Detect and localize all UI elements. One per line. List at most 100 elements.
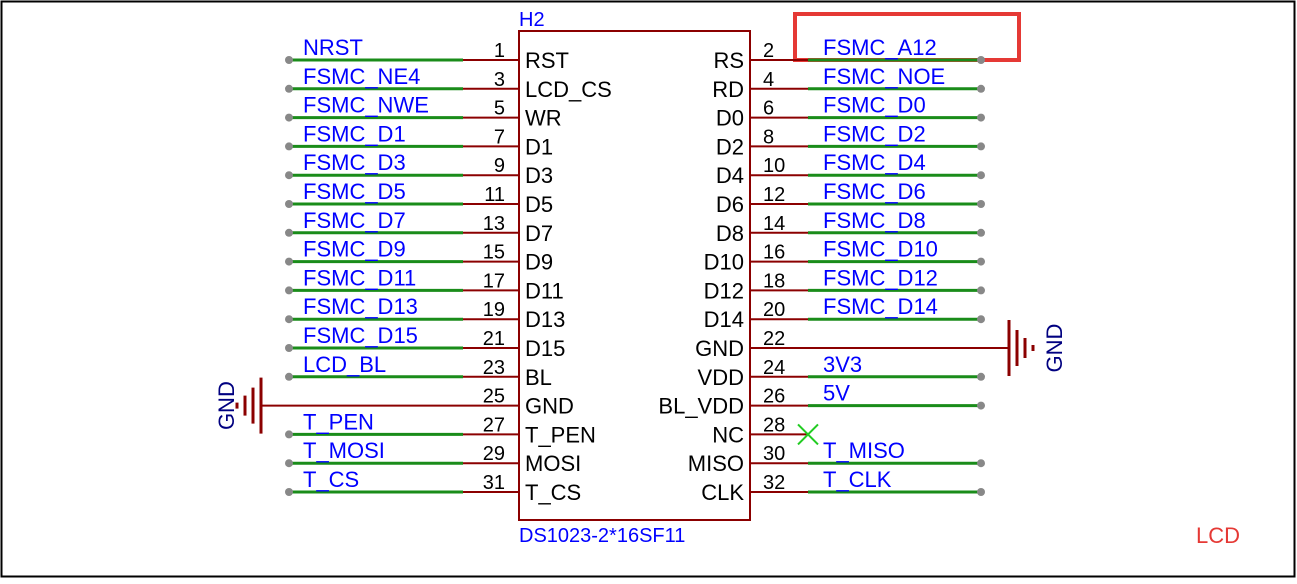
- right-net-label: 3V3: [823, 352, 862, 377]
- left-pin-number: 7: [494, 126, 505, 148]
- right-net-label: FSMC_D6: [823, 179, 926, 204]
- right-pin-name: D10: [704, 250, 744, 275]
- left-pin-name: T_CS: [525, 480, 581, 505]
- right-pin-name: D0: [716, 106, 744, 131]
- left-pin-name: D5: [525, 192, 553, 217]
- sheet-label: LCD: [1196, 523, 1240, 548]
- left-net-label: FSMC_D15: [303, 323, 418, 348]
- right-pin-number: 2: [763, 40, 774, 62]
- right-pin-name: VDD: [698, 365, 744, 390]
- left-pin-name: D3: [525, 163, 553, 188]
- left-wire-end-dot: [285, 228, 293, 237]
- left-wire-end-dot: [285, 142, 293, 151]
- right-pin-number: 28: [763, 414, 785, 436]
- left-pin-name: D1: [525, 134, 553, 159]
- left-pin-name: LCD_CS: [525, 77, 612, 102]
- left-pin-name: D9: [525, 250, 553, 275]
- left-pin-number: 23: [483, 357, 505, 379]
- right-pin-name: D4: [716, 163, 744, 188]
- right-pin-name: MISO: [688, 451, 744, 476]
- right-pin-number: 4: [763, 69, 774, 91]
- right-net-label: FSMC_D2: [823, 121, 926, 146]
- right-net-label: FSMC_D4: [823, 150, 926, 175]
- left-pin-number: 5: [494, 98, 505, 120]
- right-pin-number: 18: [763, 270, 785, 292]
- right-wire-end-dot: [977, 459, 985, 468]
- left-wire-end-dot: [285, 84, 293, 93]
- left-net-label: FSMC_D9: [303, 237, 406, 262]
- left-pin-number: 31: [483, 472, 505, 494]
- left-wire-end-dot: [285, 488, 293, 496]
- right-net-label: T_CLK: [823, 467, 892, 492]
- right-wire-end-dot: [977, 56, 985, 64]
- right-pin-name: RD: [712, 77, 744, 102]
- left-net-label: T_MOSI: [303, 438, 385, 463]
- right-pin-number: 22: [763, 328, 785, 350]
- no-connect-mark: [797, 423, 819, 446]
- component-ref: H2: [519, 9, 545, 31]
- right-net-label: FSMC_D12: [823, 265, 938, 290]
- right-net-label: FSMC_A12: [823, 35, 937, 60]
- right-pin-name: D8: [716, 221, 744, 246]
- left-pin-number: 25: [483, 386, 505, 408]
- component-part-number: DS1023-2*16SF11: [519, 525, 685, 547]
- right-pin-name: RS: [713, 48, 744, 73]
- left-wire-end-dot: [285, 430, 293, 439]
- right-net-label: 5V: [823, 381, 850, 406]
- right-wire-end-dot: [977, 372, 985, 381]
- right-net-label: FSMC_NOE: [823, 64, 945, 89]
- left-pin-number: 11: [484, 184, 505, 206]
- left-net-label: T_PEN: [303, 409, 374, 434]
- left-wire-end-dot: [285, 372, 293, 381]
- left-pin-number: 3: [494, 69, 505, 91]
- left-pin-number: 29: [483, 443, 505, 465]
- right-wire-end-dot: [977, 84, 985, 93]
- right-net-label: T_MISO: [823, 438, 905, 463]
- right-pin-name: D2: [716, 134, 744, 159]
- right-net-label: FSMC_D10: [823, 237, 938, 262]
- right-net-label: FSMC_D8: [823, 208, 926, 233]
- left-pin-number: 21: [483, 328, 505, 350]
- left-pin-number: 1: [494, 40, 505, 62]
- left-net-label: FSMC_D7: [303, 208, 406, 233]
- left-wire-end-dot: [285, 171, 293, 180]
- right-wire-end-dot: [977, 286, 985, 295]
- right-pin-name: GND: [695, 336, 744, 361]
- left-net-label: LCD_BL: [303, 352, 386, 377]
- right-gnd-label: GND: [1042, 324, 1067, 373]
- right-wire-end-dot: [977, 142, 985, 151]
- right-pin-name: CLK: [701, 480, 744, 505]
- left-pin-name: D15: [525, 336, 565, 361]
- right-pin-name: NC: [712, 422, 744, 447]
- left-net-label: FSMC_D5: [303, 179, 406, 204]
- left-pin-number: 19: [483, 299, 505, 321]
- right-pin-number: 26: [763, 386, 785, 408]
- right-pin-number: 24: [763, 357, 785, 379]
- left-pin-name: GND: [525, 394, 574, 419]
- right-pin-name: D14: [704, 307, 744, 332]
- right-pin-number: 30: [763, 443, 785, 465]
- right-wire-end-dot: [977, 113, 985, 122]
- right-pin-name: BL_VDD: [658, 394, 744, 419]
- right-pin-number: 32: [763, 472, 785, 494]
- left-pin-name: WR: [525, 106, 562, 131]
- right-wire-end-dot: [977, 228, 985, 237]
- left-pin-number: 9: [494, 155, 505, 177]
- left-net-label: FSMC_NE4: [303, 64, 420, 89]
- left-pin-name: D7: [525, 221, 553, 246]
- left-pin-name: RST: [525, 48, 569, 73]
- right-wire-end-dot: [977, 488, 985, 496]
- left-pin-number: 13: [483, 213, 505, 235]
- right-pin-number: 10: [763, 155, 785, 177]
- left-net-label: NRST: [303, 35, 363, 60]
- left-wire-end-dot: [285, 286, 293, 295]
- component-body: [518, 30, 751, 521]
- left-wire-end-dot: [285, 315, 293, 324]
- left-net-label: FSMC_D11: [303, 265, 416, 290]
- left-wire-end-dot: [285, 200, 293, 208]
- left-wire-end-dot: [285, 113, 293, 122]
- left-pin-name: BL: [525, 365, 552, 390]
